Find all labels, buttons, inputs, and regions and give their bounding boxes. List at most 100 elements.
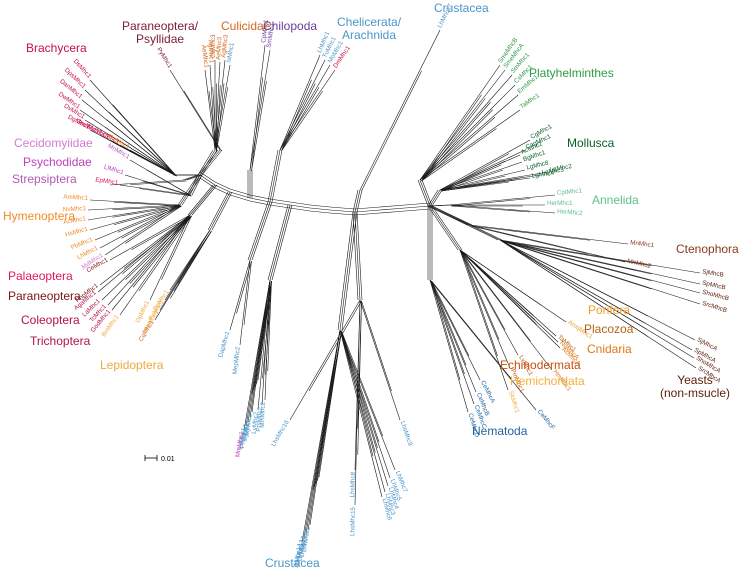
network-edge xyxy=(269,204,291,281)
leaf-label: AeMhc3 xyxy=(215,36,223,60)
network-edge xyxy=(271,204,293,281)
network-edge xyxy=(461,250,542,306)
network-edge xyxy=(123,204,181,243)
network-edge xyxy=(354,211,361,301)
network-edge xyxy=(159,214,191,279)
network-edge xyxy=(301,488,312,543)
network-edge xyxy=(225,64,231,87)
network-edge xyxy=(87,208,112,211)
network-edge xyxy=(199,171,216,183)
group-label-hemichordata: Hemichordata xyxy=(510,375,585,388)
network-edge xyxy=(459,249,536,324)
network-edge xyxy=(431,205,463,251)
network-edge xyxy=(309,54,321,79)
group-label-brachycera: Brachycera xyxy=(26,42,87,55)
network-edge xyxy=(462,372,475,405)
network-edge xyxy=(309,476,318,526)
network-edge xyxy=(501,240,652,275)
network-edge xyxy=(247,386,254,423)
network-edge xyxy=(199,177,216,189)
network-edge xyxy=(354,427,357,471)
network-edge xyxy=(439,174,504,191)
group-label-hymenoptera: Hymenoptera xyxy=(3,210,75,223)
network-edge xyxy=(341,330,384,437)
network-edge xyxy=(503,169,526,176)
network-edge xyxy=(461,250,531,342)
network-edge xyxy=(251,80,267,172)
network-edge xyxy=(528,194,556,198)
network-edge xyxy=(441,164,502,192)
network-edge xyxy=(491,84,516,109)
network-edge xyxy=(108,112,177,177)
network-edge xyxy=(439,176,522,191)
network-edge xyxy=(99,236,121,249)
network-edge xyxy=(441,169,504,192)
network-edge xyxy=(649,264,701,274)
leaf-label: SmMhc1 xyxy=(265,22,276,48)
leaf-label: HsMhc1 xyxy=(64,226,89,239)
leaf-label: LhMhc12 xyxy=(299,531,310,558)
network-edge xyxy=(229,312,236,331)
network-edge xyxy=(289,207,311,212)
network-edge xyxy=(119,144,134,153)
network-edge xyxy=(243,392,251,431)
group-label-trichoptera: Trichoptera xyxy=(30,335,90,348)
group-label-mollusca: Mollusca xyxy=(567,137,614,150)
network-edge xyxy=(149,278,161,301)
network-edge xyxy=(269,204,291,209)
leaf-label: SjMhcB xyxy=(702,268,725,278)
network-edge xyxy=(251,201,273,261)
network-edge xyxy=(354,206,381,210)
network-edge xyxy=(649,272,701,285)
network-edge xyxy=(169,274,181,291)
network-edge xyxy=(124,174,142,181)
group-label-chelicerata-arachnida: Chelicerata/Arachnida xyxy=(337,16,401,42)
network-edge xyxy=(339,329,375,452)
network-edge xyxy=(379,204,406,208)
network-edge xyxy=(461,250,506,330)
network-edge xyxy=(214,181,231,190)
network-edge xyxy=(110,204,181,210)
leaf-label: IsMhc1 xyxy=(225,42,236,64)
group-label-psychodidae: Psychodidae xyxy=(23,156,92,169)
network-edge xyxy=(184,174,201,181)
leaf-label: LhsMhc15 xyxy=(349,506,357,536)
network-edge xyxy=(339,329,372,456)
group-label-placozoa: Placozoa xyxy=(584,323,633,336)
network-edge xyxy=(269,149,281,203)
network-edge xyxy=(429,279,510,378)
scale-bar: 0.01 xyxy=(144,455,175,463)
group-label-porifera: Porifera xyxy=(588,304,630,317)
network-edge xyxy=(427,205,499,241)
network-edge xyxy=(356,189,363,213)
network-edge xyxy=(421,102,491,182)
network-edge xyxy=(354,453,357,506)
network-edge xyxy=(138,215,192,292)
network-edge xyxy=(646,314,696,341)
group-label-paraneoptera-psyllidae: Paraneoptera/Psyllidae xyxy=(122,20,198,46)
network-edge xyxy=(431,280,465,375)
network-edge xyxy=(588,238,629,245)
group-label-line: Ctenophora xyxy=(676,242,739,256)
group-label-line: Psyllidae xyxy=(136,32,185,46)
group-label-line: Brachycera xyxy=(26,41,87,55)
network-edge xyxy=(419,116,494,181)
network-edge xyxy=(119,204,181,238)
leaf-label: MmMhc2 xyxy=(259,401,267,428)
network-edge xyxy=(116,204,181,232)
network-edge xyxy=(131,214,191,287)
leaf-label: LvMhc1 xyxy=(237,427,248,450)
leaf-label: AeMhc1 xyxy=(200,44,210,68)
leaf-label: LhMhc10 xyxy=(296,535,307,562)
network-edge xyxy=(249,194,271,200)
group-label-line: Yeasts xyxy=(677,373,713,387)
network-edge xyxy=(251,77,264,172)
network-edge xyxy=(471,225,588,255)
network-edge xyxy=(354,189,361,213)
network-edge xyxy=(352,189,359,213)
group-label-lepidoptera: Lepidoptera xyxy=(100,359,163,372)
network-edge xyxy=(645,328,695,359)
network-edge xyxy=(110,204,181,217)
network-edge xyxy=(79,109,104,127)
